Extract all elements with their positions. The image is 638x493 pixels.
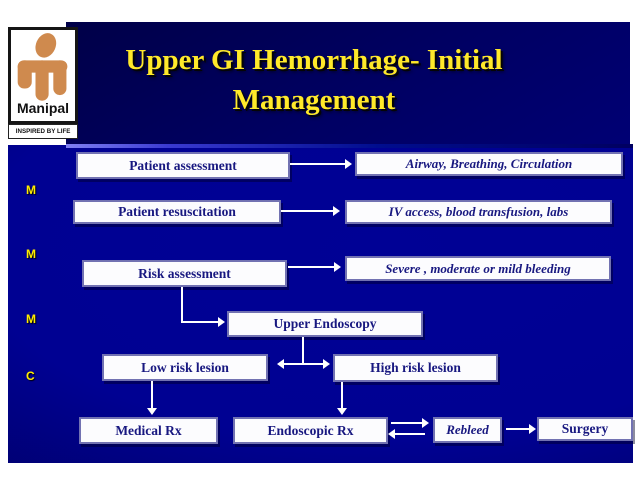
slide-title: Upper GI Hemorrhage- Initial Management: [72, 40, 556, 120]
arrow-assessment-to-abc: [290, 159, 352, 169]
logo-brand-text: Manipal: [16, 100, 70, 116]
flow-box-medical-rx: Medical Rx: [79, 417, 218, 444]
flow-box-patient-resuscitation: Patient resuscitation: [73, 200, 281, 224]
arrow-risk-to-endoscopy-vertical: [181, 287, 183, 323]
flow-box-iv-access: IV access, blood transfusion, labs: [345, 200, 612, 224]
slide-title-line1: Upper GI Hemorrhage- Initial: [125, 44, 503, 76]
arrow-rebleed-to-endoscopic: [388, 429, 425, 439]
flow-box-endoscopic-rx: Endoscopic Rx: [233, 417, 388, 444]
watermark-letter-c: C: [26, 369, 35, 383]
arrow-endoscopy-split-branches: [277, 359, 330, 369]
content-panel-background: [8, 145, 633, 463]
arrow-rebleed-to-surgery: [506, 424, 536, 434]
watermark-letter-m2: M: [26, 247, 36, 261]
flow-box-bleeding-severity: Severe , moderate or mild bleeding: [345, 256, 611, 281]
flow-box-surgery: Surgery: [537, 417, 633, 441]
arrow-risk-to-severity: [288, 262, 341, 272]
watermark-letter-m1: M: [26, 183, 36, 197]
flow-box-patient-assessment: Patient assessment: [76, 152, 290, 179]
arrow-resuscitation-to-iv: [281, 206, 340, 216]
arrow-endoscopy-split-stem: [302, 337, 304, 364]
watermark-letter-m3: M: [26, 312, 36, 326]
title-divider-bar: [66, 144, 633, 148]
flow-box-low-risk-lesion: Low risk lesion: [102, 354, 268, 381]
arrow-risk-to-endoscopy-horizontal: [181, 317, 225, 327]
flow-box-airway-breathing-circulation: Airway, Breathing, Circulation: [355, 152, 623, 176]
flow-box-rebleed: Rebleed: [433, 417, 502, 443]
logo-tagline-text: INSPIRED BY LIFE: [15, 128, 71, 135]
manipal-logo: Manipal: [8, 27, 78, 124]
arrow-highrisk-to-endoscopic: [337, 382, 347, 415]
flow-box-high-risk-lesion: High risk lesion: [333, 354, 498, 382]
title-band-background: [66, 22, 630, 145]
arrow-endoscopic-to-rebleed: [391, 418, 429, 428]
manipal-person-icon: [17, 33, 68, 101]
flow-box-upper-endoscopy: Upper Endoscopy: [227, 311, 423, 337]
logo-tagline-strip: INSPIRED BY LIFE: [8, 124, 78, 139]
flow-box-risk-assessment: Risk assessment: [82, 260, 287, 287]
slide-title-line2: Management: [232, 84, 396, 116]
arrow-lowrisk-to-medical: [147, 381, 157, 415]
